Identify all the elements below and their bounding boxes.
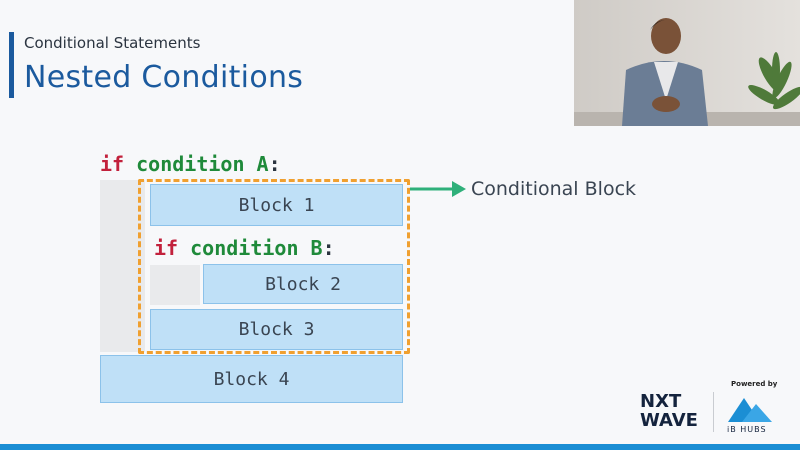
block-2: Block 2 [203, 264, 403, 304]
indent-guide-outer [100, 180, 145, 352]
logo-divider [713, 392, 714, 432]
colon: : [322, 236, 335, 260]
bottom-accent-bar [0, 444, 800, 450]
arrow-right-icon [410, 181, 466, 197]
slide-title: Nested Conditions [24, 60, 304, 95]
nxtwave-logo-line2: WAVE [640, 410, 698, 431]
presenter-video [574, 0, 800, 126]
colon: : [268, 152, 281, 176]
ibhubs-mountain-icon [728, 398, 772, 422]
if-keyword: if [100, 152, 125, 176]
if-keyword: if [154, 236, 179, 260]
conditional-block-outline [138, 179, 410, 354]
indent-guide-inner [150, 265, 200, 305]
title-accent-bar [9, 32, 14, 98]
block-3: Block 3 [150, 309, 403, 350]
powered-by-label: Powered by [731, 380, 778, 388]
code-line-if-b: if condition B: [154, 236, 335, 260]
condition-b: condition B [190, 236, 323, 260]
block-4: Block 4 [100, 355, 403, 403]
conditional-block-label: Conditional Block [471, 178, 637, 200]
ibhubs-logo-text: iB HUBS [727, 425, 767, 434]
block-1: Block 1 [150, 184, 403, 226]
nxtwave-logo-line1: NXT [640, 391, 682, 412]
condition-a: condition A [136, 152, 269, 176]
presenter-image [574, 0, 800, 126]
slide-subtitle: Conditional Statements [24, 34, 201, 52]
code-line-if-a: if condition A: [100, 152, 281, 176]
nxtwave-logo: NXT WAVE [640, 392, 698, 430]
